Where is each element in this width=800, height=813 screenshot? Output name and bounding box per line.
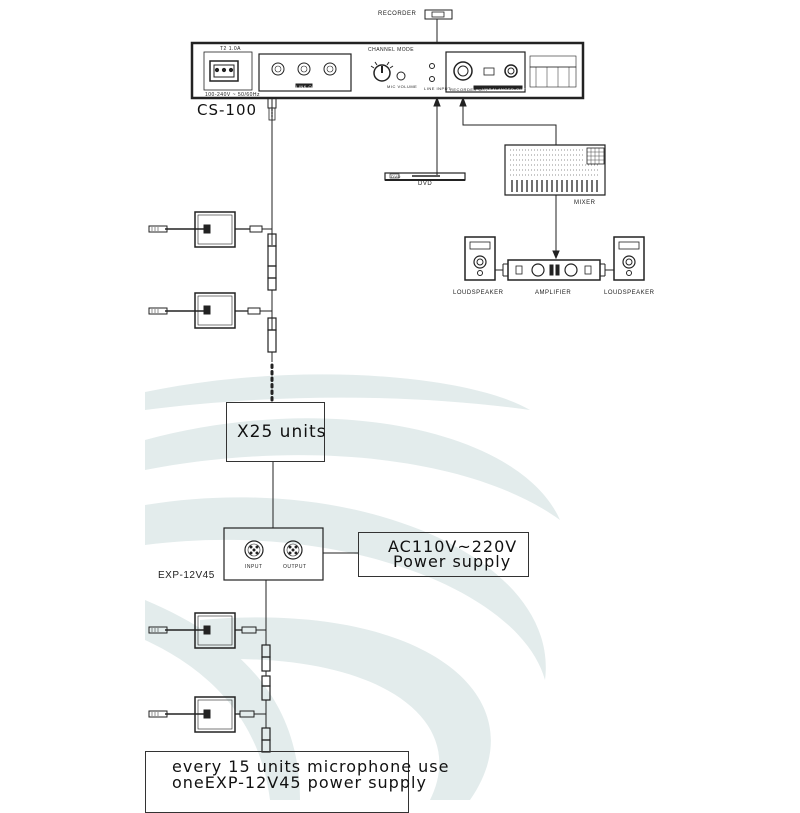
fuse-label: T2 1.0A [220,46,242,52]
channel-mode-label: CHANNEL MODE [368,47,415,53]
expander-unit [223,527,324,581]
expander-output-label: OUTPUT [283,564,307,570]
expander-model-label: EXP-12V45 [158,570,215,581]
unit-count-label: X25 units [237,422,327,442]
dvd-screen-label: DVD [391,174,401,179]
amplifier-label: AMPLIFIER [535,290,572,296]
power-supply-box [358,532,529,577]
recorder-out-label: RECORDER OUT [450,87,489,92]
microphone-unit-3 [148,612,266,649]
microphone-unit-4 [148,696,266,733]
main-unit-model: CS-100 [197,101,258,119]
recorder-device [424,9,453,20]
loudspeaker-left-label: LOUDSPEAKER [453,290,504,296]
line-input-label: LINE INPUT [424,86,452,91]
microphone-unit-1 [148,211,272,248]
loudspeaker-right-label: LOUDSPEAKER [604,290,655,296]
expander-input-label: INPUT [245,564,263,570]
loudspeaker-right [613,236,645,281]
microphone-unit-2 [148,292,272,329]
line-out-label: UNBALANCED OUT [482,87,526,92]
power-rating-label: 100-240V ~ 50/60Hz [205,92,261,98]
power-supply-line1: AC110V~220V [388,537,518,556]
dvd-player [384,172,466,181]
cs100-main-unit [190,41,585,100]
power-supply-line2: Power supply [393,552,512,571]
recorder-label: RECORDER [378,11,417,17]
amplifier-device [502,259,606,281]
link-out-label: LINK OUT [296,84,319,89]
note-line2: oneEXP-12V45 power supply [172,773,427,792]
mixer-device [504,144,606,196]
mixer-label: MIXER [574,200,596,206]
dvd-label: DVD [418,181,433,187]
note-line1: every 15 units microphone use [172,757,450,776]
loudspeaker-left [464,236,496,281]
unit-count-box [226,402,325,462]
mic-volume-label: MIC VOLUME [387,84,418,89]
